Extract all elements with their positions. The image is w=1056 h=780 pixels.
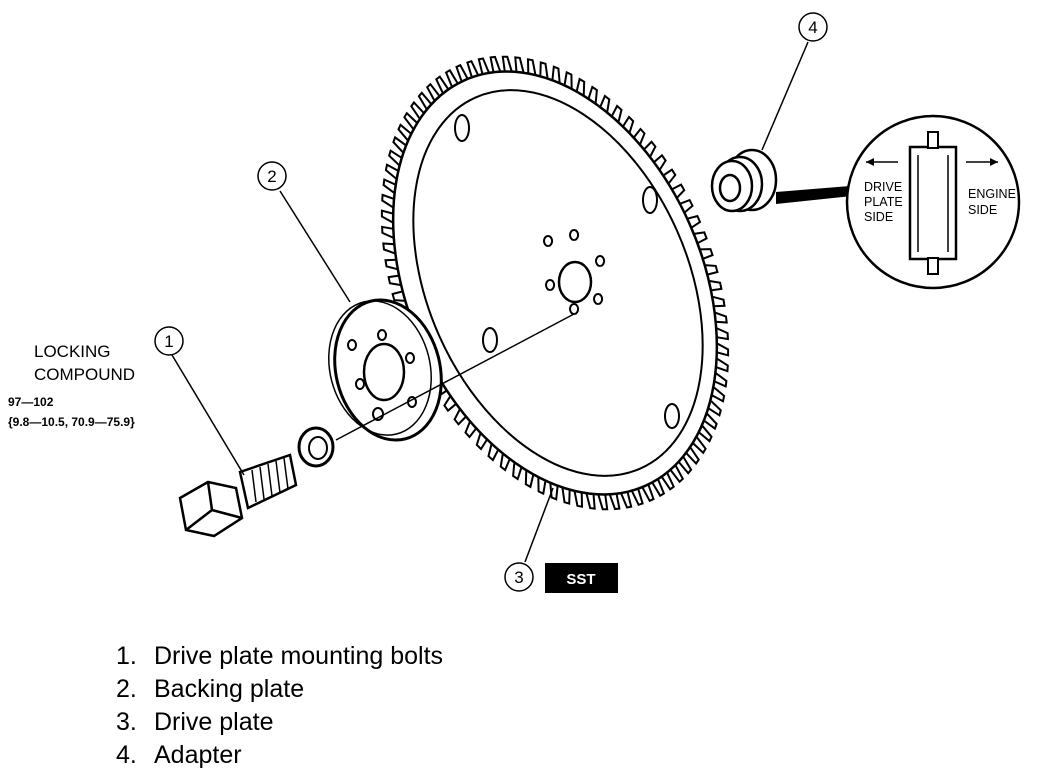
locking-label-line2: COMPOUND [34,365,135,384]
gear-tooth [715,326,729,341]
gear-tooth [608,492,621,511]
parts-legend: 1.Drive plate mounting bolts 2.Backing p… [116,640,443,772]
backing-plate [328,298,443,442]
svg-text:4: 4 [808,18,817,37]
arrow-drive-side-head [866,158,874,166]
detail-engine-label-1: ENGINE [968,187,1016,201]
gear-tooth [501,55,514,73]
legend-item: 1.Drive plate mounting bolts [116,642,444,670]
callout-2: 2 [257,161,287,191]
adapter-detail-view: DRIVE PLATE SIDE ENGINE SIDE [845,114,1021,290]
drive-plate-slots [454,114,680,429]
callout-4: 4 [798,12,828,42]
legend-item: 4.Adapter [116,741,242,769]
svg-text:2: 2 [267,167,276,186]
gear-tooth [381,193,396,210]
legend-item: 3.Drive plate [116,708,274,736]
gear-tooth [596,493,609,511]
drive-plate [380,55,730,511]
torque-spec-line2: {9.8—10.5, 70.9—75.9} [8,415,135,429]
gear-tooth [381,225,395,240]
gear-tooth [514,56,525,74]
gear-tooth [585,492,596,510]
backing-plate-center-hole [362,342,406,402]
legend-item: 2.Backing plate [116,675,305,703]
detail-drive-label-3: SIDE [864,210,893,224]
locking-label-line1: LOCKING [34,342,111,361]
mounting-bolt [178,453,298,538]
drive-plate-inner-ring [412,89,704,477]
svg-text:3: 3 [514,568,523,587]
callout-1: 1 [154,326,184,356]
torque-spec-line1: 97—102 [8,395,54,409]
arrow-engine-side-head [990,158,998,166]
detail-engine-label-2: SIDE [968,203,997,217]
leader-lines [171,41,809,563]
gear-tooth [380,209,395,225]
washer [297,426,335,468]
gear-tooth [714,356,729,373]
detail-drive-label-2: PLATE [864,195,903,209]
svg-text:SST: SST [566,571,595,588]
ring-gear-teeth [380,55,730,511]
gear-tooth [477,57,491,76]
gear-tooth [715,341,730,357]
gear-tooth [489,55,502,74]
drive-plate-center-hole [557,260,593,304]
detail-drive-label-1: DRIVE [864,180,902,194]
gear-tooth [619,490,633,509]
svg-text:1: 1 [164,332,173,351]
sst-badge: SST [545,563,618,593]
adapter [710,148,852,213]
drive-plate-bolt-holes [543,229,606,315]
alignment-line [335,313,575,441]
callout-3: 3 [504,562,534,592]
